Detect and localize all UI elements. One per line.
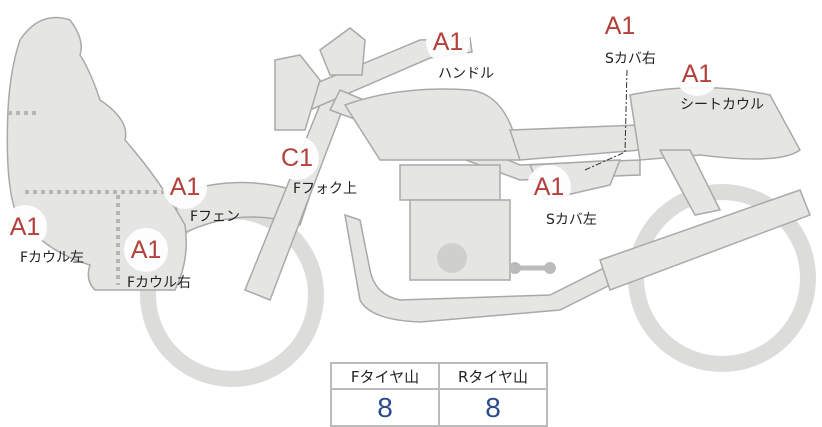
tire-tread-table: Fタイヤ山 Rタイヤ山 8 8: [330, 362, 548, 427]
part-label-side-cover-left: Sカバ左: [546, 212, 597, 228]
part-code-side-cover-left[interactable]: A1: [527, 165, 571, 209]
part-label-front-cowl-left: Fカウル左: [20, 250, 85, 266]
part-label-handle: ハンドル: [438, 66, 494, 82]
part-code-front-fender[interactable]: A1: [163, 165, 207, 209]
front-tire-header: Fタイヤ山: [330, 362, 440, 390]
part-label-front-fender: Fフェン: [190, 209, 241, 225]
part-code-front-cowl-right[interactable]: A1: [124, 228, 168, 272]
part-code-seat-cowl[interactable]: A1: [675, 52, 719, 96]
part-label-front-cowl-right: Fカウル右: [127, 275, 192, 291]
part-code-front-fork[interactable]: C1: [275, 136, 319, 180]
front-tire-value: 8: [330, 388, 440, 427]
part-code-side-cover-right[interactable]: A1: [598, 4, 642, 48]
rear-tire-header: Rタイヤ山: [438, 362, 548, 390]
part-label-front-fork: Fフォク上: [293, 181, 358, 197]
rear-tire-value: 8: [438, 388, 548, 427]
part-code-handle[interactable]: A1: [426, 20, 470, 64]
part-label-side-cover-right: Sカバ右: [605, 51, 656, 67]
part-label-seat-cowl: シートカウル: [680, 97, 764, 113]
part-code-front-cowl-left[interactable]: A1: [3, 205, 47, 249]
